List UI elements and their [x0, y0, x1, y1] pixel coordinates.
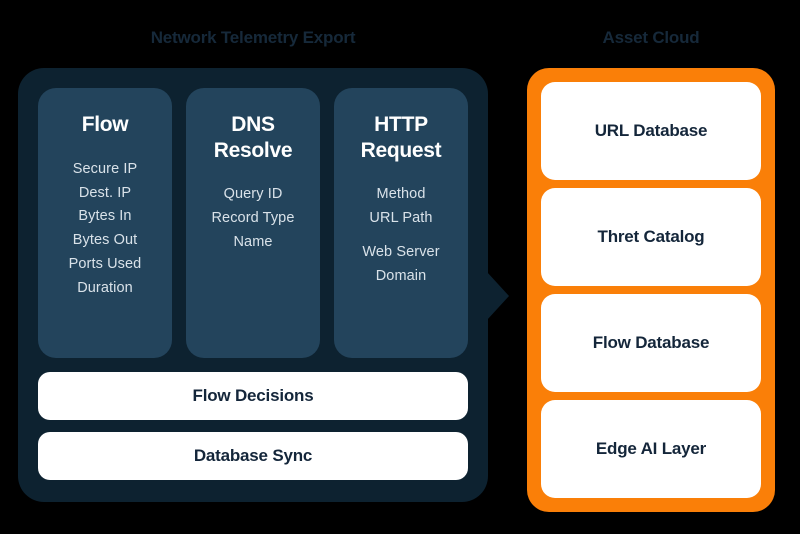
field-item: Ports Used: [68, 256, 142, 273]
field-item: Name: [233, 234, 273, 251]
action-bar-database-sync[interactable]: Database Sync: [38, 432, 468, 480]
right-section-title: Asset Cloud: [602, 28, 700, 47]
card-title-dns-resolve: DNS Resolve: [213, 113, 293, 162]
telemetry-card-row: Flow Secure IP Dest. IP Bytes In Bytes O…: [38, 88, 468, 358]
field-item: Dest. IP: [78, 184, 132, 201]
field-item: Secure IP: [72, 160, 138, 177]
card-fields-flow: Secure IP Dest. IP Bytes In Bytes Out Po…: [46, 158, 164, 302]
field-item: Query ID: [223, 186, 283, 203]
telemetry-card-dns-resolve[interactable]: DNS Resolve Query ID Record Type Name: [186, 88, 320, 358]
arrow-right-icon: [487, 272, 509, 320]
card-fields-http-request: Method URL Path Web Server Domain: [342, 183, 460, 289]
telemetry-card-flow[interactable]: Flow Secure IP Dest. IP Bytes In Bytes O…: [38, 88, 172, 358]
field-item: Duration: [77, 280, 133, 297]
left-section-title: Network Telemetry Export: [150, 28, 356, 47]
field-item: URL Path: [369, 210, 433, 227]
field-item: Record Type: [211, 210, 295, 227]
asset-card-thret-catalog[interactable]: Thret Catalog: [541, 188, 761, 286]
asset-card-edge-ai-layer[interactable]: Edge AI Layer: [541, 400, 761, 498]
action-bar-flow-decisions[interactable]: Flow Decisions: [38, 372, 468, 420]
field-item: Method: [376, 186, 426, 203]
card-title-flow: Flow: [81, 113, 129, 136]
card-fields-dns-resolve: Query ID Record Type Name: [194, 183, 312, 255]
field-item: Bytes Out: [72, 232, 138, 249]
card-title-http-request: HTTP Request: [360, 113, 442, 162]
network-telemetry-export-panel: Flow Secure IP Dest. IP Bytes In Bytes O…: [18, 68, 488, 502]
field-item: Web Server Domain: [362, 244, 440, 284]
telemetry-card-http-request[interactable]: HTTP Request Method URL Path Web Server …: [334, 88, 468, 358]
asset-card-flow-database[interactable]: Flow Database: [541, 294, 761, 392]
asset-card-url-database[interactable]: URL Database: [541, 82, 761, 180]
asset-cloud-panel: URL Database Thret Catalog Flow Database…: [527, 68, 775, 512]
field-item: Bytes In: [78, 208, 132, 225]
